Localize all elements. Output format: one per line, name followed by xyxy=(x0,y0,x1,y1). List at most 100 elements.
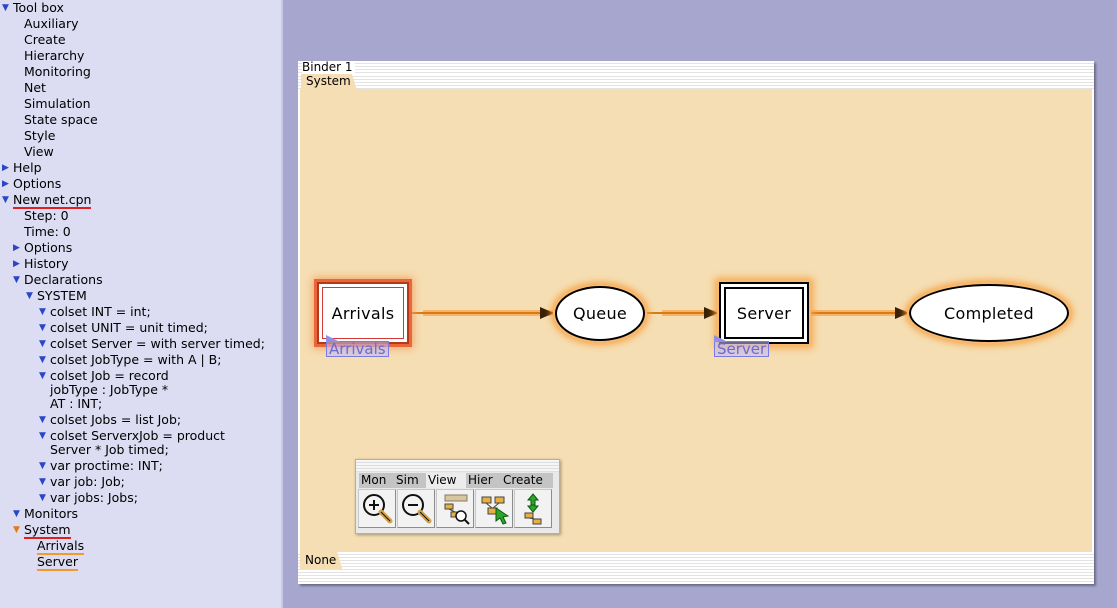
palette-tab-hier[interactable]: Hier xyxy=(466,473,501,488)
net-node[interactable]: ▼New net.cpn xyxy=(2,192,92,209)
hierarchy-select-button[interactable] xyxy=(475,489,513,528)
expanded-triangle-icon[interactable]: ▼ xyxy=(13,509,20,519)
options-node[interactable]: ▶ Options xyxy=(2,176,61,192)
tab-system[interactable]: System xyxy=(301,74,357,89)
tag-corner-icon xyxy=(326,335,340,342)
declaration-job-line2: jobType : JobType * xyxy=(50,382,169,397)
toolbox-label: Tool box xyxy=(13,0,64,15)
declaration-text: var jobs: Jobs; xyxy=(50,490,138,505)
declaration-var-jobs[interactable]: ▼ var jobs: Jobs; xyxy=(39,490,138,506)
zoom-out-button[interactable] xyxy=(397,489,435,528)
arcs-layer xyxy=(397,307,909,319)
tool-palette[interactable]: Mon Sim View Hier Create xyxy=(355,459,560,534)
toolbox-item-auxiliary[interactable]: Auxiliary xyxy=(24,16,79,31)
subpage-server[interactable]: Server xyxy=(37,554,78,571)
expanded-triangle-icon[interactable]: ▼ xyxy=(39,415,46,425)
declaration-var-proctime[interactable]: ▼ var proctime: INT; xyxy=(39,458,163,474)
tag-corner-icon xyxy=(714,335,728,342)
binder-tab-bar: System xyxy=(298,74,1094,89)
collapsed-triangle-icon[interactable]: ▶ xyxy=(2,163,9,173)
palette-tab-bar: Mon Sim View Hier Create xyxy=(359,473,556,488)
expanded-triangle-icon[interactable]: ▼ xyxy=(26,291,33,301)
declaration-text: colset INT = int; xyxy=(50,304,151,319)
toolbox-item-hierarchy[interactable]: Hierarchy xyxy=(24,48,85,63)
expanded-triangle-icon[interactable]: ▼ xyxy=(2,3,9,13)
system-page-label: System xyxy=(24,522,71,539)
expanded-triangle-icon[interactable]: ▼ xyxy=(39,355,46,365)
declaration-serverxjob[interactable]: ▼ colset ServerxJob = product xyxy=(39,428,225,444)
transition-arrivals[interactable]: Arrivals xyxy=(317,282,409,344)
declaration-job[interactable]: ▼colset Job = record xyxy=(39,368,169,384)
place-completed[interactable]: Completed xyxy=(909,284,1069,342)
place-completed-label: Completed xyxy=(944,303,1034,323)
expanded-triangle-icon[interactable]: ▼ xyxy=(39,371,46,381)
index-panel: ▼ Tool box Auxiliary Create Hierarchy Mon… xyxy=(0,0,283,608)
expanded-triangle-icon[interactable]: ▼ xyxy=(39,477,46,487)
collapsed-triangle-icon[interactable]: ▶ xyxy=(2,179,9,189)
expanded-triangle-icon[interactable]: ▼ xyxy=(13,525,20,535)
toolbox-node[interactable]: ▼ Tool box xyxy=(2,0,64,16)
zoom-out-icon xyxy=(402,494,432,524)
binder-title-bar[interactable]: Binder 1 xyxy=(298,61,1094,74)
expanded-triangle-icon[interactable]: ▼ xyxy=(39,461,46,471)
palette-tab-view[interactable]: View xyxy=(426,473,466,488)
expanded-triangle-icon[interactable]: ▼ xyxy=(13,275,20,285)
system-page-node[interactable]: ▼ System xyxy=(13,522,71,539)
declaration-text: var proctime: INT; xyxy=(50,458,163,473)
history-label: History xyxy=(24,256,69,271)
declaration-text: colset Server = with server timed; xyxy=(50,336,265,351)
palette-tab-sim[interactable]: Sim xyxy=(394,473,426,488)
hierarchy-zoom-icon xyxy=(444,494,470,525)
palette-tab-mon[interactable]: Mon xyxy=(359,473,394,488)
expanded-triangle-icon[interactable]: ▼ xyxy=(39,431,46,441)
toolbox-item-monitoring[interactable]: Monitoring xyxy=(24,64,91,79)
toolbox-item-create[interactable]: Create xyxy=(24,32,66,47)
declarations-label: Declarations xyxy=(24,272,103,287)
hierarchy-move-button[interactable] xyxy=(514,489,552,528)
expanded-triangle-icon[interactable]: ▼ xyxy=(39,323,46,333)
monitors-node[interactable]: ▼Monitors xyxy=(13,506,78,522)
history-node[interactable]: ▶ History xyxy=(13,256,68,272)
declaration-text: colset JobType = with A | B; xyxy=(50,352,222,367)
toolbox-item-style[interactable]: Style xyxy=(24,128,56,143)
declaration-int[interactable]: ▼ colset INT = int; xyxy=(39,304,151,320)
declaration-var-job[interactable]: ▼var job: Job; xyxy=(39,474,125,490)
zoom-in-icon xyxy=(363,494,393,524)
toolbox-item-net[interactable]: Net xyxy=(24,80,46,95)
expanded-triangle-icon[interactable]: ▼ xyxy=(39,493,46,503)
transition-arrivals-inner-frame xyxy=(322,287,404,339)
transition-server[interactable]: Server xyxy=(719,282,809,344)
subpage-tag-server[interactable]: Server xyxy=(714,335,770,357)
binder-title: Binder 1 xyxy=(302,60,355,74)
expanded-triangle-icon[interactable]: ▼ xyxy=(39,339,46,349)
toolbox-item-simulation[interactable]: Simulation xyxy=(24,96,91,111)
system-declarations-label: SYSTEM xyxy=(37,288,87,303)
system-declarations-node[interactable]: ▼ SYSTEM xyxy=(26,288,87,304)
toolbox-item-state-space[interactable]: State space xyxy=(24,112,98,127)
declarations-node[interactable]: ▼ Declarations xyxy=(13,272,103,288)
collapsed-triangle-icon[interactable]: ▶ xyxy=(13,259,20,269)
palette-tab-create[interactable]: Create xyxy=(501,473,553,488)
collapsed-triangle-icon[interactable]: ▶ xyxy=(13,243,20,253)
transition-arrivals-label: Arrivals xyxy=(331,303,395,323)
expanded-triangle-icon[interactable]: ▼ xyxy=(39,307,46,317)
declaration-server[interactable]: ▼ colset Server = with server timed; xyxy=(39,336,265,352)
tab-none[interactable]: None xyxy=(300,552,342,569)
subpage-tag-arrivals[interactable]: Arrivals xyxy=(326,335,389,357)
zoom-in-button[interactable] xyxy=(358,489,396,528)
options-label: Options xyxy=(13,176,62,191)
declaration-text: colset ServerxJob = product xyxy=(50,428,225,443)
toolbox-item-view[interactable]: View xyxy=(24,144,54,159)
expanded-triangle-icon[interactable]: ▼ xyxy=(2,195,9,205)
declaration-unit[interactable]: ▼colset UNIT = unit timed; xyxy=(39,320,208,336)
place-queue[interactable]: Queue xyxy=(555,286,645,341)
time-counter: Time: 0 xyxy=(24,224,71,239)
help-node[interactable]: ▶Help xyxy=(2,160,42,176)
palette-drag-bar[interactable] xyxy=(356,460,559,472)
hierarchy-zoom-button[interactable] xyxy=(436,489,474,528)
declaration-jobs[interactable]: ▼colset Jobs = list Job; xyxy=(39,412,181,428)
declaration-jobtype[interactable]: ▼ colset JobType = with A | B; xyxy=(39,352,221,368)
net-options-label: Options xyxy=(24,240,73,255)
net-options-node[interactable]: ▶ Options xyxy=(13,240,72,256)
subpage-arrivals[interactable]: Arrivals xyxy=(37,538,85,555)
